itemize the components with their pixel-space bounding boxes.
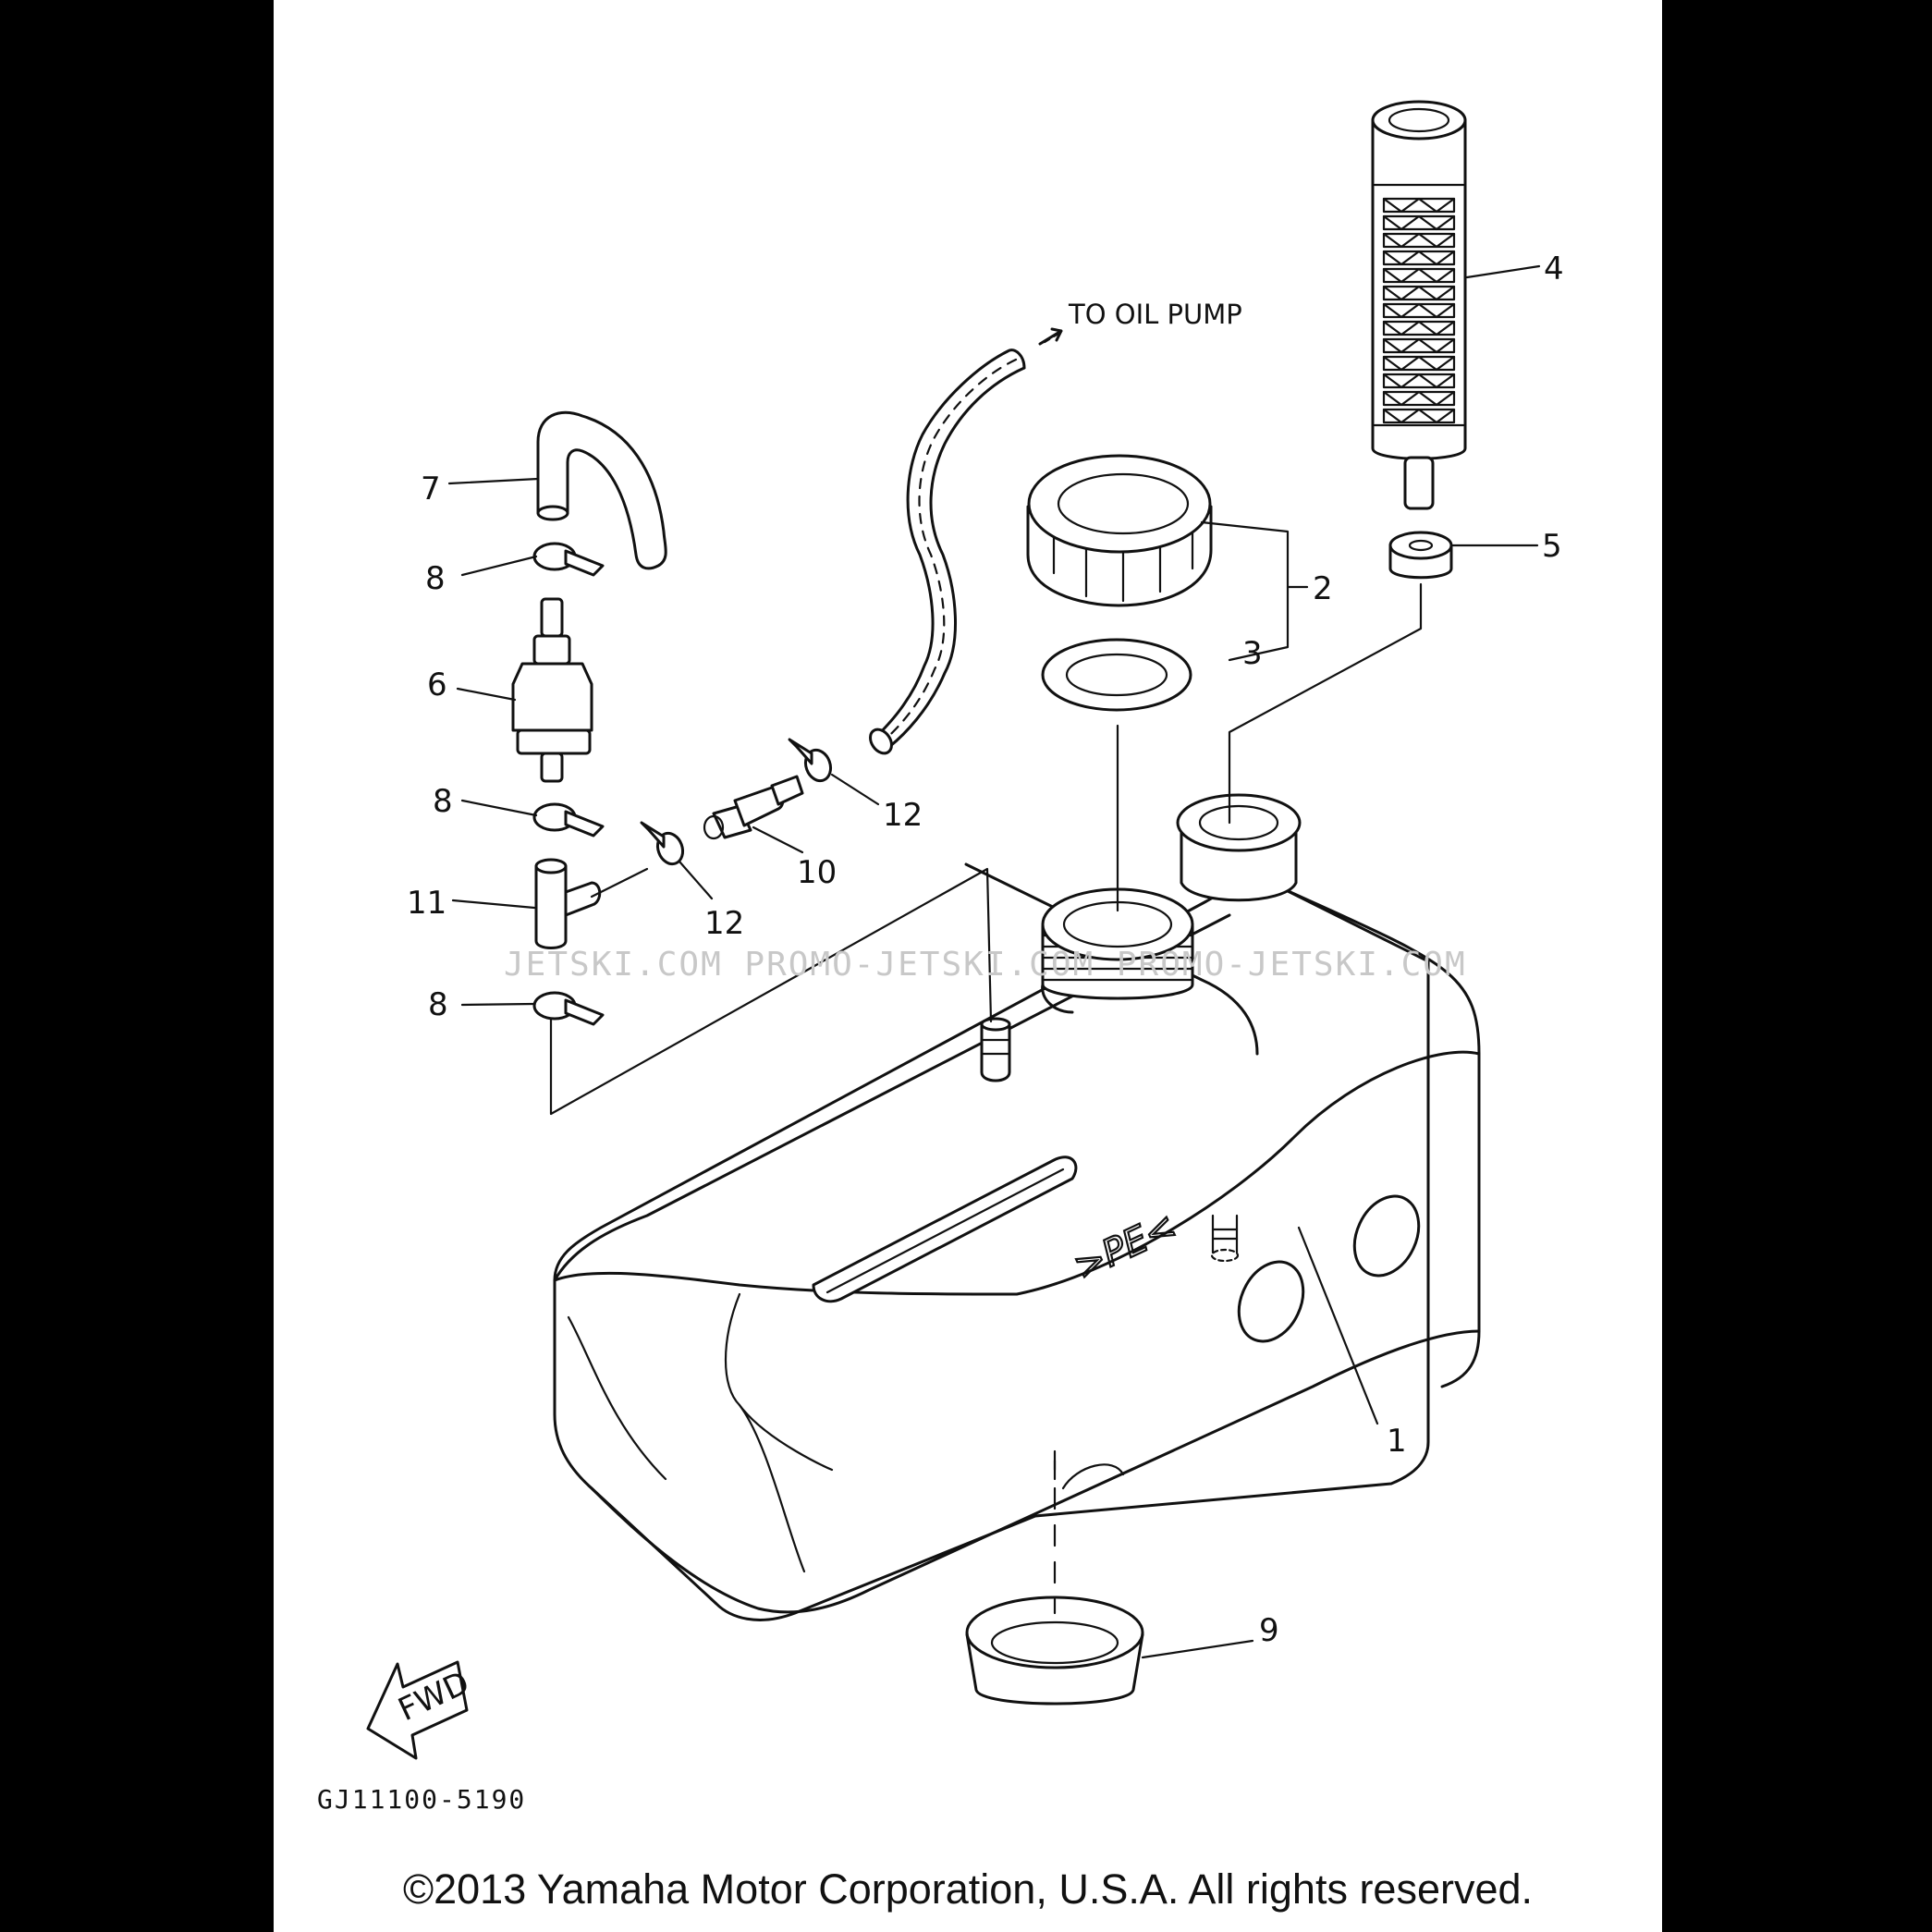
joint-part: [703, 775, 804, 840]
strainer-mesh-hatch: [1382, 197, 1456, 214]
callout-2: 2: [1313, 570, 1333, 607]
callout-7: 7: [421, 471, 441, 507]
callout-6: 6: [427, 666, 447, 703]
fwd-arrow-icon: FWD: [366, 1660, 475, 1760]
callouts: 1 2 3 4 5 6 7 8 8 8 9 10 11 12 12: [407, 251, 1564, 1649]
callout-12-lower: 12: [704, 905, 744, 942]
vent-hose-part: [536, 410, 667, 570]
drain-cap-part: [965, 1596, 1144, 1706]
callout-8-middle: 8: [433, 783, 453, 820]
callout-3: 3: [1242, 635, 1263, 672]
strainer-mesh-hatch: [1382, 408, 1456, 424]
oil-filter-part: [511, 597, 593, 783]
callout-5: 5: [1542, 528, 1562, 565]
callout-10: 10: [797, 854, 837, 891]
hose-clip-part-upper: [532, 542, 605, 577]
drawing-code: GJ11100-5190: [317, 1784, 526, 1815]
strainer-mesh-hatch: [1382, 232, 1456, 249]
strainer-mesh-hatch: [1382, 355, 1456, 372]
hose-clip-12-upper: [788, 738, 833, 783]
filler-cap-part: [1026, 454, 1213, 607]
strainer-mesh-hatch: [1382, 250, 1456, 266]
strainer-mesh-hatch: [1382, 285, 1456, 301]
copyright-notice: ©2013 Yamaha Motor Corporation, U.S.A. A…: [402, 1865, 1534, 1913]
strainer-mesh-hatch: [1382, 302, 1456, 319]
callout-12-upper: 12: [883, 797, 923, 834]
t-joint-part: [534, 858, 602, 949]
callout-11: 11: [407, 885, 446, 922]
strainer-mesh-hatch: [1382, 337, 1456, 354]
oil-strainer-part: [1371, 100, 1467, 510]
strainer-mesh-hatch: [1382, 320, 1456, 336]
hose-clip-12-lower: [640, 821, 685, 866]
callout-9: 9: [1259, 1612, 1279, 1649]
strainer-mesh-hatch: [1382, 373, 1456, 389]
strainer-mesh-hatch: [1382, 390, 1456, 407]
strainer-mesh-hatch: [1382, 267, 1456, 284]
leader-lines: [447, 264, 1541, 1659]
hose-clip-part-lower: [532, 991, 605, 1026]
cap-gasket-part: [1041, 638, 1192, 712]
oil-tank-part: [553, 793, 1481, 1621]
watermark: JETSKI.COM PROMO-JETSKI.COM PROMO-JETSKI…: [504, 946, 1467, 984]
to-oil-pump-annotation: TO OIL PUMP: [1068, 299, 1242, 330]
strainer-mesh-hatch: [1382, 214, 1456, 231]
callout-8-upper: 8: [425, 560, 446, 597]
callout-4: 4: [1544, 251, 1564, 287]
grommet-part: [1388, 531, 1453, 580]
callout-8-lower: 8: [428, 986, 448, 1023]
callout-1: 1: [1387, 1423, 1407, 1460]
pump-hose-part: [869, 327, 1065, 755]
hose-clip-part-middle: [532, 802, 605, 838]
